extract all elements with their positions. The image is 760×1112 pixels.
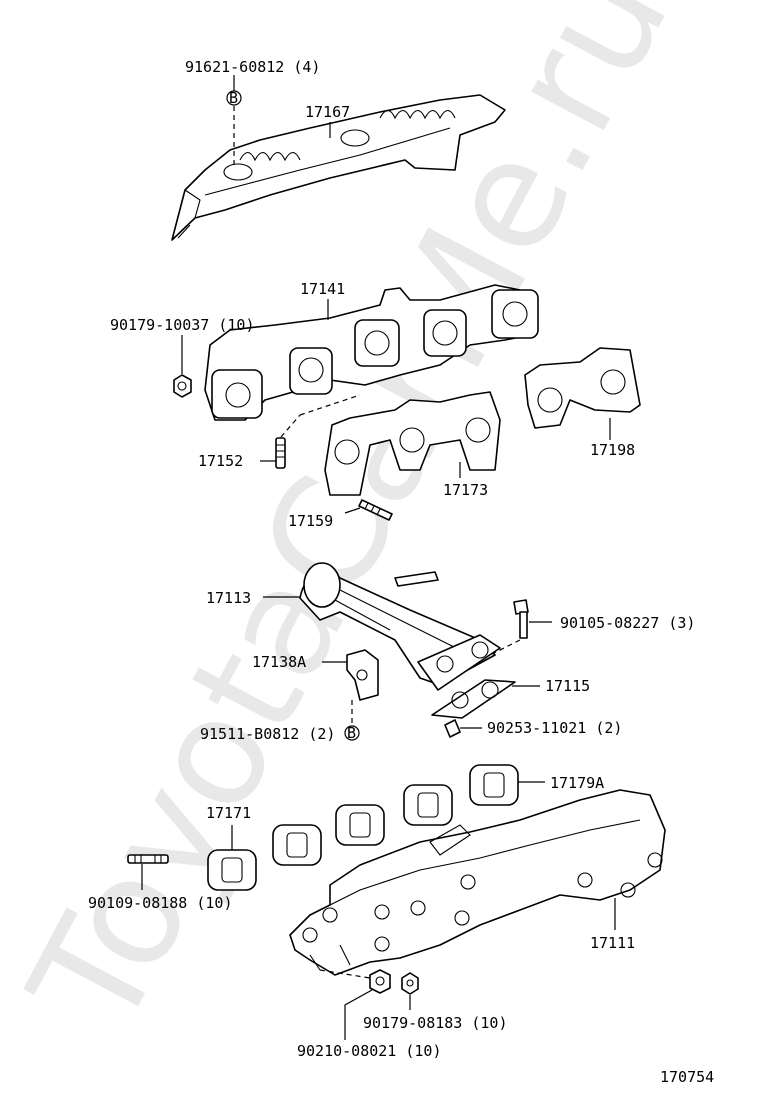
label-90179-08183: 90179-08183 (10) xyxy=(363,1014,508,1032)
nut-90179-10037 xyxy=(173,374,192,398)
heat-insulator-17167 xyxy=(171,94,506,241)
stud-90109-08188 xyxy=(127,854,169,864)
exhaust-manifold-17141 xyxy=(204,284,539,421)
diagram-number: 170754 xyxy=(660,1068,714,1086)
label-17113: 17113 xyxy=(206,589,251,607)
label-17152: 17152 xyxy=(198,452,243,470)
label-90179-10037: 90179-10037 (10) xyxy=(110,316,255,334)
bolt-b-symbol-top: B xyxy=(226,89,242,107)
label-17115: 17115 xyxy=(545,677,590,695)
label-17141: 17141 xyxy=(300,280,345,298)
svg-text:B: B xyxy=(347,724,356,742)
label-17159: 17159 xyxy=(288,512,333,530)
label-90253-11021: 90253-11021 (2) xyxy=(487,719,622,737)
exhaust-manifold-17111 xyxy=(289,789,666,976)
label-17171: 17171 xyxy=(206,804,251,822)
label-91621-60812: 91621-60812 (4) xyxy=(185,58,320,76)
exhaust-pipe-17113 xyxy=(299,562,501,691)
svg-text:B: B xyxy=(229,89,238,107)
label-91511-B0812: 91511-B0812 (2) xyxy=(200,725,335,743)
label-90210-08021: 90210-08021 (10) xyxy=(297,1042,442,1060)
nut-90253-11021 xyxy=(444,719,461,738)
gasket-17115 xyxy=(431,679,516,719)
nut-90179-08183 xyxy=(401,972,419,995)
stud-17159 xyxy=(358,499,393,521)
nut-90210-08021 xyxy=(369,969,391,994)
bolt-90105-08227 xyxy=(513,599,529,639)
label-17167: 17167 xyxy=(305,103,350,121)
label-17198: 17198 xyxy=(590,441,635,459)
label-90109-08188: 90109-08188 (10) xyxy=(88,894,233,912)
label-17138A: 17138A xyxy=(252,653,306,671)
gasket-17173 xyxy=(324,391,501,496)
stud-17152 xyxy=(275,437,286,469)
bracket-17138A xyxy=(346,649,379,701)
label-17173: 17173 xyxy=(443,481,488,499)
label-17179A: 17179A xyxy=(550,774,604,792)
gasket-17198 xyxy=(524,347,641,429)
label-90105-08227: 90105-08227 (3) xyxy=(560,614,695,632)
label-17111: 17111 xyxy=(590,934,635,952)
gasket-set-17171-17179A xyxy=(207,764,519,891)
bolt-b-symbol-bottom: B xyxy=(344,724,360,742)
